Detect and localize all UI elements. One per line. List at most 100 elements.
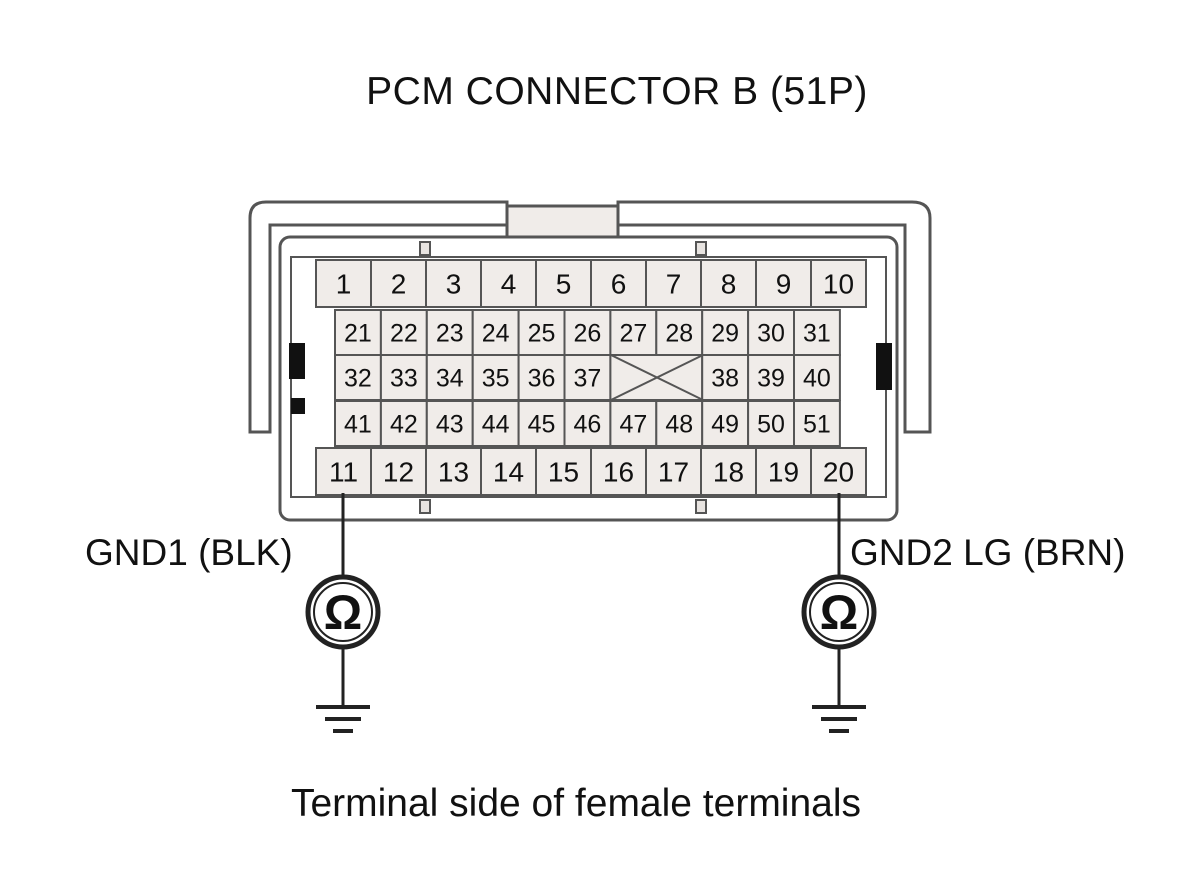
terminal-cavity: [645, 447, 702, 496]
terminal-number: 48: [665, 411, 693, 439]
terminal-number: 4: [501, 269, 517, 300]
terminal-number: 43: [436, 411, 464, 439]
diagram-caption: Terminal side of female terminals: [290, 782, 862, 825]
diagram-title: PCM CONNECTOR B (51P): [366, 70, 868, 113]
terminal-cavity: [563, 354, 612, 401]
terminal-cavity: [747, 354, 795, 401]
ohmmeter-icon: Ω: [820, 587, 858, 640]
terminal-cavity: [334, 400, 382, 447]
terminal-number: 38: [711, 365, 739, 393]
terminal-cavity: [609, 400, 658, 447]
terminal-cavity: [471, 354, 520, 401]
terminal-number: 11: [329, 457, 358, 488]
terminal-number: 37: [574, 365, 602, 393]
terminal-number: 44: [482, 411, 510, 439]
terminal-cavity: [480, 259, 537, 308]
terminal-number: 34: [436, 365, 464, 393]
terminal-number: 29: [711, 320, 739, 348]
terminal-number: 27: [619, 320, 647, 348]
terminal-number: 21: [344, 320, 372, 348]
terminal-number: 32: [344, 365, 372, 393]
terminal-number: 6: [611, 269, 627, 300]
terminal-cavity: [471, 309, 520, 356]
terminal-cavity: [700, 447, 757, 496]
terminal-number: 30: [757, 320, 785, 348]
terminal-number: 25: [528, 320, 556, 348]
terminal-number: 42: [390, 411, 418, 439]
terminal-cavity: [471, 400, 520, 447]
terminal-cavity: [334, 309, 382, 356]
terminal-number: 12: [383, 457, 414, 488]
terminal-number: 46: [574, 411, 602, 439]
terminal-cavity: [590, 447, 647, 496]
gnd2-label: GND2 LG (BRN): [850, 532, 1126, 573]
terminal-number: 15: [548, 457, 579, 488]
terminal-cavity: [315, 447, 372, 496]
terminal-cavity: [425, 259, 482, 308]
terminal-number: 47: [619, 411, 647, 439]
terminal-number: 41: [344, 411, 372, 439]
ohmmeter-icon: Ω: [324, 587, 362, 640]
terminal-cavity: [755, 259, 812, 308]
terminal-number: 26: [574, 320, 602, 348]
terminal-number: 39: [757, 365, 785, 393]
terminal-number: 3: [446, 269, 462, 300]
ground-icon: [316, 705, 370, 733]
terminal-cavity: [701, 400, 750, 447]
terminal-cavity: [480, 447, 537, 496]
terminal-number: 8: [721, 269, 737, 300]
terminal-cavity: [425, 400, 474, 447]
terminal-cavity: [609, 309, 658, 356]
terminal-cavity: [535, 259, 592, 308]
terminal-number: 28: [665, 320, 693, 348]
terminal-number: 36: [528, 365, 556, 393]
terminal-number: 51: [803, 411, 831, 439]
terminal-cavity: [517, 309, 566, 356]
terminal-number: 45: [528, 411, 556, 439]
gnd2-probe: [801, 493, 877, 733]
terminal-number: 2: [391, 269, 407, 300]
terminal-number: 1: [336, 269, 352, 300]
terminal-number: 19: [768, 457, 799, 488]
terminal-number: 33: [390, 365, 418, 393]
terminal-number: 5: [556, 269, 572, 300]
terminal-cavity: [379, 400, 428, 447]
terminal-number: 23: [436, 320, 464, 348]
terminal-cavity: [700, 259, 757, 308]
terminal-number: 35: [482, 365, 510, 393]
terminal-number: 10: [823, 269, 854, 300]
empty-cavity-cross: [610, 354, 704, 401]
terminal-cavity: [793, 400, 841, 447]
terminal-number: 50: [757, 411, 785, 439]
terminal-cavity: [793, 309, 841, 356]
ground-icon: [812, 705, 866, 733]
terminal-number: 16: [603, 457, 634, 488]
terminal-cavity: [701, 354, 750, 401]
terminal-number: 49: [711, 411, 739, 439]
terminal-number: 31: [803, 320, 831, 348]
terminal-number: 9: [776, 269, 792, 300]
terminal-cavity: [590, 259, 647, 308]
latch-marks: [289, 343, 892, 414]
terminal-number: 14: [493, 457, 524, 488]
terminal-number: 40: [803, 365, 831, 393]
terminal-cavity: [655, 400, 704, 447]
terminal-number: 13: [438, 457, 469, 488]
terminal-cavity: [701, 309, 750, 356]
terminal-cavity: [810, 259, 867, 308]
gnd1-probe: [305, 493, 381, 733]
terminal-cavity: [370, 259, 427, 308]
gnd1-label: GND1 (BLK): [85, 532, 293, 573]
terminal-number: 17: [658, 457, 689, 488]
terminal-number: 18: [713, 457, 744, 488]
terminal-number: 20: [823, 457, 854, 488]
terminal-number: 7: [666, 269, 682, 300]
terminal-cavity: [535, 447, 592, 496]
terminal-cavity: [747, 309, 795, 356]
terminal-cavity: [517, 354, 566, 401]
terminal-cavity: [315, 259, 372, 308]
terminal-cavity: [793, 354, 841, 401]
